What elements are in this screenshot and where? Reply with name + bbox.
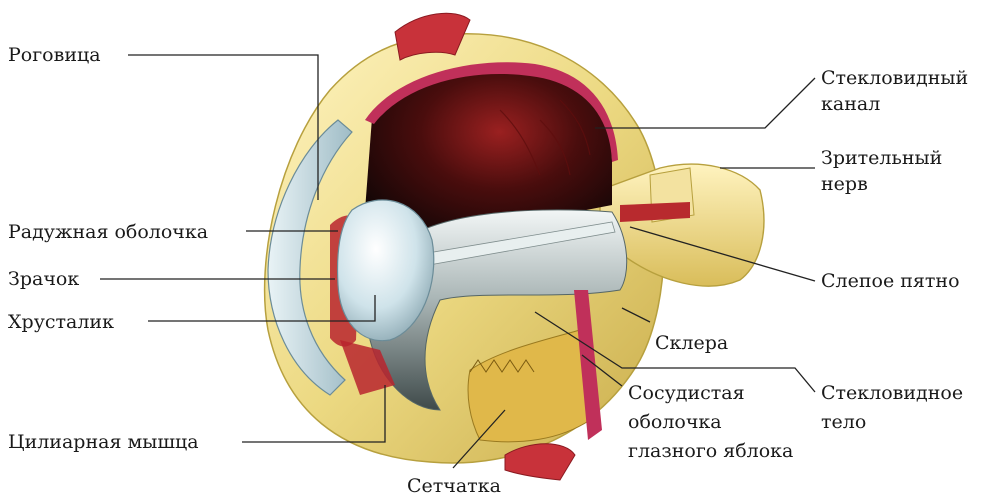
label-choroid-line2: оболочка	[628, 411, 722, 433]
label-blind-spot: Слепое пятно	[821, 270, 960, 292]
label-optic-nerve-line2: нерв	[821, 173, 868, 195]
label-sclera: Склера	[655, 332, 728, 354]
label-lens: Хрусталик	[8, 311, 114, 333]
label-vitreous-canal-line1: Стекловидный	[821, 67, 968, 89]
label-vitreous-canal-line2: канал	[821, 93, 880, 115]
label-choroid-line1: Сосудистая	[628, 382, 745, 404]
label-vitreous-body-line1: Стекловидное	[821, 382, 963, 404]
bottom-muscle-shape	[505, 444, 575, 480]
label-vitreous-body-line2: тело	[821, 411, 866, 433]
label-iris: Радужная оболочка	[8, 221, 208, 243]
label-optic-nerve-line1: Зрительный	[821, 147, 942, 169]
label-cornea: Роговица	[8, 44, 101, 66]
label-choroid-line3: глазного яблока	[628, 440, 793, 462]
label-pupil: Зрачок	[8, 268, 79, 290]
label-ciliary-muscle: Цилиарная мышца	[8, 431, 199, 453]
label-retina: Сетчатка	[407, 475, 501, 497]
